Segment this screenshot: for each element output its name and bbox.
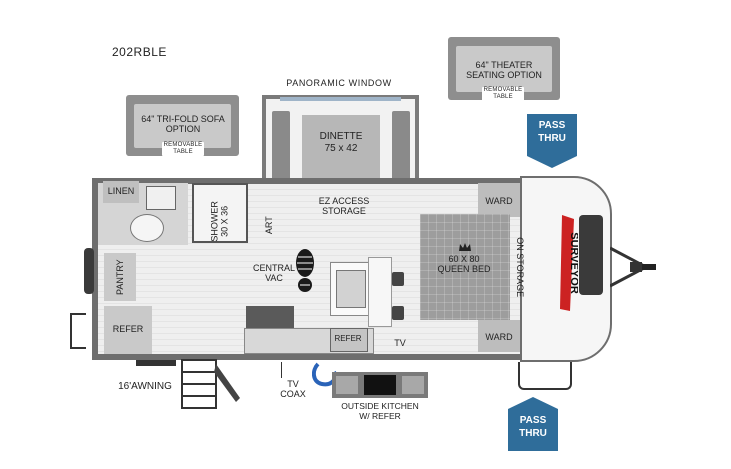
left-refer — [104, 306, 152, 354]
crown-icon — [459, 243, 471, 251]
outside-kitchen — [332, 372, 428, 398]
theater-removable-table-label: REMOVABLE TABLE — [482, 87, 524, 101]
panoramic-window — [280, 97, 401, 101]
front-step — [518, 362, 572, 390]
tv-label: TV — [394, 338, 406, 348]
counter-ext — [368, 257, 392, 327]
queen-bed-label: 60 X 80 QUEEN BED — [437, 254, 491, 275]
pass-thru-top-label: PASS THRU — [538, 120, 566, 144]
rear-rack — [70, 313, 86, 349]
footprint-icon — [296, 249, 314, 292]
dinette-slideout — [262, 95, 419, 193]
ward-top-label: WARD — [485, 196, 513, 206]
trifold-removable-table-label: REMOVABLE TABLE — [162, 142, 204, 156]
pass-thru-bottom-badge-icon — [508, 397, 558, 451]
surveyor-logo-icon: SURVEYOR — [560, 215, 580, 311]
stove — [246, 306, 294, 328]
toilet — [130, 214, 164, 242]
dinette-table — [302, 115, 380, 179]
pass-thru-top-badge-icon — [527, 114, 577, 168]
tv-coax-line — [281, 362, 282, 378]
shower-label: SHOWER 30 X 36 — [209, 201, 230, 242]
pantry — [104, 253, 136, 301]
queen-bed — [420, 214, 510, 320]
kitchen-sink — [336, 270, 366, 308]
kitchen-refer — [330, 328, 368, 352]
hitch-icon — [610, 246, 656, 288]
stool-1 — [392, 272, 404, 286]
front-window — [579, 215, 603, 295]
outside-kitchen-label: OUTSIDE KITCHEN W/ REFER — [341, 401, 419, 421]
wheel-left — [136, 360, 176, 366]
pass-thru-bottom: PASS THRU — [508, 397, 558, 451]
ward-top — [478, 183, 520, 217]
kitchen-refer-label: REFER — [334, 334, 362, 343]
trifold-sofa-option — [126, 95, 239, 156]
pass-thru-bottom-label: PASS THRU — [519, 415, 547, 439]
on-storage-label: ON STORAGE — [515, 237, 526, 298]
bath-sink — [146, 186, 176, 210]
brand-logo: SURVEYOR — [558, 213, 580, 313]
ward-bottom-label: WARD — [485, 332, 513, 342]
shower — [192, 183, 248, 243]
linen-closet — [103, 181, 139, 203]
central-vac-label: CENTRAL VAC — [252, 263, 295, 284]
pass-thru-top: PASS THRU — [527, 114, 577, 168]
panoramic-window-label: PANORAMIC WINDOW — [286, 78, 392, 88]
ward-bottom — [478, 320, 520, 352]
theater-seating-label: 64" THEATER SEATING OPTION — [466, 60, 542, 81]
tv-coax-label: TV COAX — [280, 379, 306, 400]
rear-spare — [84, 248, 94, 294]
svg-text:SURVEYOR: SURVEYOR — [568, 232, 578, 294]
pantry-label: PANTRY — [114, 259, 125, 296]
left-refer-label: REFER — [112, 324, 144, 334]
linen-label: LINEN — [107, 186, 135, 196]
awning-label: 16'AWNING — [118, 381, 172, 392]
entry-steps-icon — [181, 359, 240, 409]
trifold-sofa-label: 64" TRI-FOLD SOFA OPTION — [141, 114, 225, 135]
ez-access-storage-label: EZ ACCESS STORAGE — [318, 196, 370, 217]
model-number: 202RBLE — [112, 45, 167, 59]
stool-2 — [392, 306, 404, 320]
art-label: ART — [263, 216, 274, 235]
dinette-label: DINETTE 75 x 42 — [319, 131, 363, 154]
